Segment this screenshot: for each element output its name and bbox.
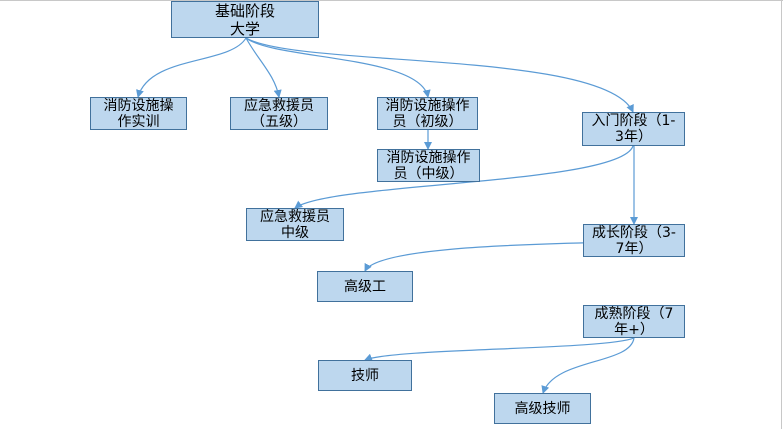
node-technician: 技师: [318, 360, 412, 391]
arrow-root-to-fire-practice: [136, 37, 247, 98]
node-foundation-university: 基础阶段 大学: [171, 1, 319, 38]
frame-top-border: [0, 0, 783, 1]
node-mature-stage: 成熟阶段（7 年+）: [583, 305, 685, 338]
node-senior-worker: 高级工: [317, 271, 413, 302]
node-rescuer-mid: 应急救援员 中级: [246, 208, 344, 241]
node-fire-facility-practice: 消防设施操 作实训: [90, 97, 187, 130]
arrow-mature-to-senior-technician: [541, 337, 635, 394]
node-operator-junior: 消防设施操作 员（初级）: [377, 97, 478, 130]
node-senior-technician: 高级技师: [494, 393, 591, 424]
arrow-root-to-operator-junior: [245, 37, 431, 98]
frame-right-border: [781, 0, 782, 429]
node-rescuer-level-5: 应急救援员 （五级）: [230, 97, 328, 130]
node-entry-stage: 入门阶段（1- 3年）: [582, 112, 685, 146]
arrow-root-to-rescuer-5: [245, 37, 282, 98]
arrow-root-to-entry-stage: [245, 37, 634, 113]
node-operator-mid: 消防设施操作 员（中级）: [377, 149, 480, 182]
node-growth-stage: 成长阶段（3- 7年）: [583, 224, 685, 257]
arrow-mature-to-technician: [364, 337, 635, 362]
